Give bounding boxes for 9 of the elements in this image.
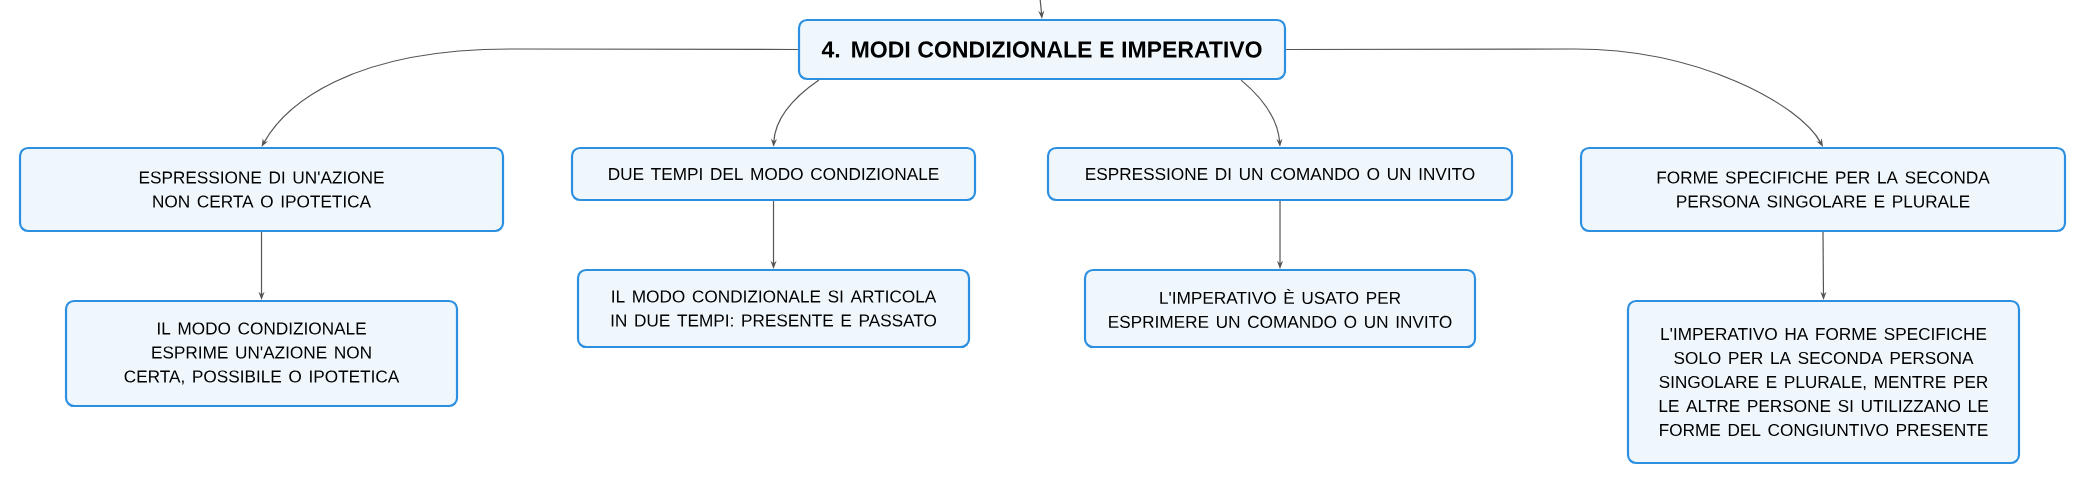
concept-box: IL MODO CONDIZIONALE SI ARTICOLA IN DUE TEMPI: PRESENTE E PASSATO: [576, 268, 971, 349]
concept-box: L'IMPERATIVO HA FORME SPECIFICHE SOLO PER LA SECONDA PERSONA SINGOLARE E PLURALE, MENTRE PER LE ALTRE PERSONE SI UTILIZZANO LE FORME DEL CONGIUNTIVO PRESENTE: [1626, 299, 2021, 465]
concept-box: ESPRESSIONE DI UN'AZIONE NON CERTA O IPOTETICA: [18, 146, 505, 233]
concept-box: DUE TEMPI DEL MODO CONDIZIONALE: [570, 146, 977, 202]
concept-box: IL MODO CONDIZIONALE ESPRIME UN'AZIONE NON CERTA, POSSIBILE O IPOTETICA: [64, 299, 459, 408]
topic-box: 4. MODI CONDIZIONALE E IMPERATIVO: [797, 18, 1287, 81]
concept-box: FORME SPECIFICHE PER LA SECONDA PERSONA SINGOLARE E PLURALE: [1579, 146, 2067, 233]
concept-box: L'IMPERATIVO È USATO PER ESPRIMERE UN COMANDO O UN INVITO: [1083, 268, 1477, 349]
concept-box: ESPRESSIONE DI UN COMANDO O UN INVITO: [1046, 146, 1514, 202]
